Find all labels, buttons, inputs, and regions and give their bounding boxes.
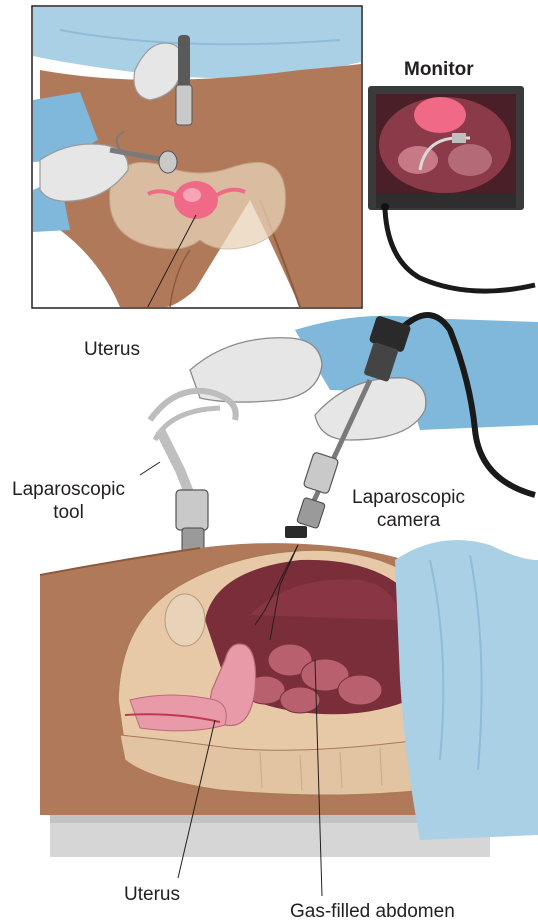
laparoscopic-tool-icon <box>150 391 236 562</box>
uterus-bottom-label: Uterus <box>124 883 180 906</box>
monitor-label: Monitor <box>404 58 474 81</box>
gas-filled-abdomen-label: Gas-filled abdomen <box>290 900 455 923</box>
uterus-top-label: Uterus <box>84 338 140 361</box>
abdomen-cross-section <box>40 540 538 857</box>
laparoscopic-tool-label: Laparoscopic tool <box>12 478 125 524</box>
monitor-icon <box>368 86 524 211</box>
inset-panel <box>32 6 362 318</box>
surgeon-hand-icon <box>190 316 538 440</box>
laparoscopic-camera-label: Laparoscopic camera <box>352 486 465 532</box>
